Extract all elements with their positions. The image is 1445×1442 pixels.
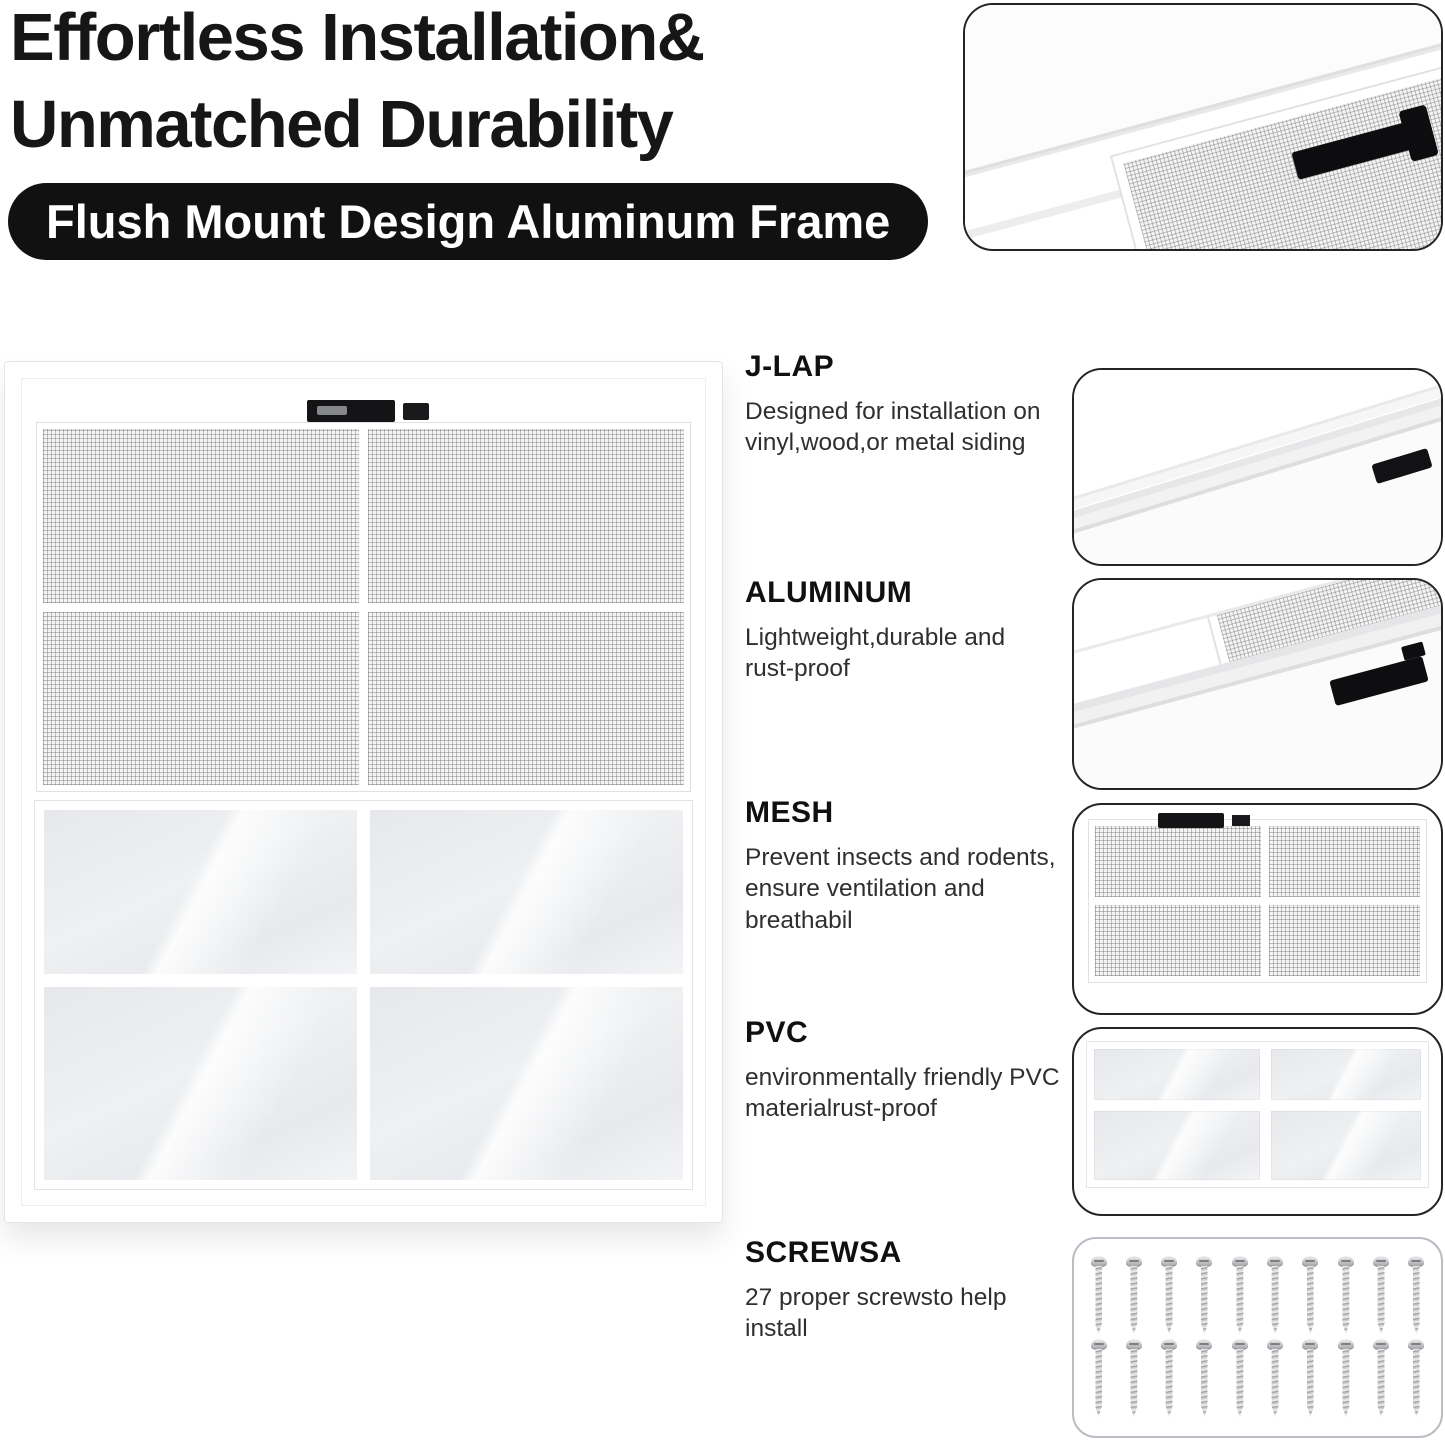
screw-icon	[1161, 1256, 1178, 1336]
screw-rows	[1090, 1253, 1425, 1422]
glass-grid	[44, 810, 683, 1180]
screw-icon	[1161, 1339, 1178, 1419]
glass-pane	[1270, 1111, 1421, 1180]
glass-pane	[370, 987, 683, 1180]
mesh-panel	[1095, 905, 1262, 976]
screw-icon	[1090, 1339, 1107, 1419]
screw-icon	[1408, 1256, 1425, 1336]
screw-icon	[1302, 1339, 1319, 1419]
mesh-panel	[1269, 826, 1420, 897]
feature-description: Prevent insects and rodents, ensure vent…	[745, 844, 1056, 934]
glass-pane	[1094, 1049, 1260, 1100]
screen-sash	[36, 422, 691, 792]
glass-grid	[1094, 1049, 1421, 1180]
screw-row	[1090, 1256, 1425, 1336]
feature-pvc: PVC environmentally friendly PVC materia…	[745, 1016, 1060, 1125]
feature-description: Lightweight,durable and rust-proof	[745, 624, 1006, 683]
title-line-2: Unmatched Durability	[10, 87, 674, 162]
screw-icon	[1337, 1256, 1354, 1336]
feature-name: PVC	[745, 1016, 809, 1049]
feature-name: ALUMINUM	[745, 576, 913, 609]
feature-badge: Flush Mount Design Aluminum Frame	[8, 183, 929, 260]
photo-jlap-detail	[1072, 368, 1443, 566]
feature-jlap: J-LAP Designed for installation on vinyl…	[745, 350, 1060, 459]
screw-icon	[1267, 1339, 1284, 1419]
feature-name: J-LAP	[745, 350, 835, 383]
feature-name: MESH	[745, 796, 834, 829]
photo-frame-corner-hero	[963, 3, 1443, 251]
feature-aluminum: ALUMINUM Lightweight,durable and rust-pr…	[745, 576, 1060, 685]
screw-icon	[1196, 1339, 1213, 1419]
feature-description: 27 proper screwsto help install	[745, 1284, 1007, 1343]
feature-name: SCREWSA	[745, 1236, 902, 1269]
mesh-grid	[1095, 826, 1420, 976]
mesh-panel	[1095, 826, 1262, 897]
screw-icon	[1231, 1339, 1248, 1419]
page-title: Effortless Installation& Unmatched Durab…	[10, 0, 705, 168]
photo-aluminum-detail	[1072, 578, 1443, 790]
screw-icon	[1302, 1256, 1319, 1336]
product-photo-window	[5, 362, 722, 1222]
screw-icon	[1125, 1256, 1142, 1336]
feature-mesh: MESH Prevent insects and rodents, ensure…	[745, 796, 1060, 936]
feature-description: environmentally friendly PVC materialrus…	[745, 1064, 1060, 1123]
screw-icon	[1373, 1339, 1390, 1419]
screw-icon	[1337, 1339, 1354, 1419]
glass-pane	[370, 810, 683, 975]
photo-screws-detail	[1072, 1237, 1443, 1438]
glass-sash	[34, 800, 693, 1190]
screw-icon	[1231, 1256, 1248, 1336]
glass-pane	[1270, 1049, 1421, 1100]
screen-latch-button	[403, 403, 429, 420]
glass-pane	[44, 810, 357, 975]
screw-icon	[1125, 1339, 1142, 1419]
photo-mesh-detail	[1072, 803, 1443, 1015]
screw-icon	[1196, 1256, 1213, 1336]
photo-pvc-detail	[1072, 1027, 1443, 1216]
glass-sash	[1086, 1041, 1429, 1188]
title-line-1: Effortless Installation&	[10, 0, 705, 75]
screw-icon	[1090, 1256, 1107, 1336]
mesh-panel	[43, 611, 359, 785]
glass-pane	[44, 987, 357, 1180]
mesh-panel	[368, 429, 684, 603]
mesh-panel	[368, 611, 684, 785]
glass-pane	[1094, 1111, 1260, 1180]
screw-row	[1090, 1339, 1425, 1419]
screw-icon	[1373, 1256, 1390, 1336]
mesh-panel	[1269, 905, 1420, 976]
screw-icon	[1267, 1256, 1284, 1336]
screen-sash	[1088, 819, 1427, 983]
mesh-panel	[43, 429, 359, 603]
mesh-grid	[43, 429, 684, 785]
screen-latch	[307, 400, 395, 422]
screw-icon	[1408, 1339, 1425, 1419]
screen-latch	[1158, 813, 1250, 828]
feature-description: Designed for installation on vinyl,wood,…	[745, 398, 1041, 457]
feature-screws: SCREWSA 27 proper screwsto help install	[745, 1236, 1060, 1345]
